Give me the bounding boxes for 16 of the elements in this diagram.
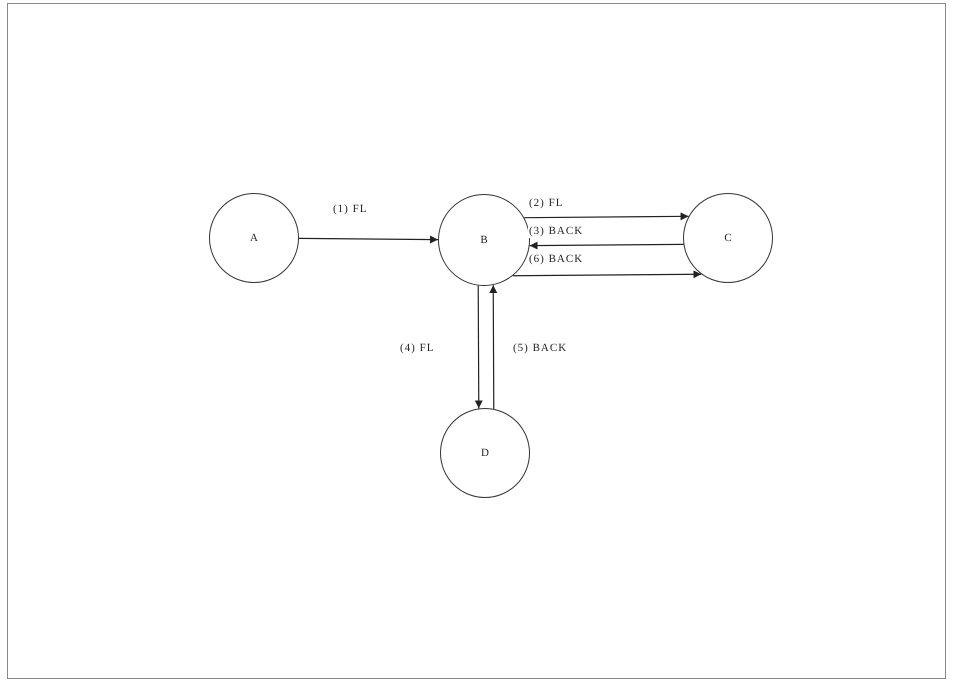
node-label: C [724, 232, 732, 244]
arrow [512, 270, 702, 278]
node-label: B [480, 234, 488, 246]
arrow [530, 242, 684, 250]
edge-label: (1) FL [332, 203, 368, 216]
edge-label: (4) FL [399, 342, 436, 355]
edge-label: (6) BACK [528, 253, 584, 266]
arrow [474, 286, 483, 408]
edge-label: (3) BACK [528, 225, 584, 238]
node-label: D [481, 447, 489, 459]
arrow [489, 285, 498, 409]
arrow [524, 212, 689, 220]
edge-label: (2) FL [528, 197, 564, 210]
node-label: A [250, 232, 258, 244]
arrow [299, 236, 438, 244]
edge-label: (5) BACK [512, 342, 568, 355]
